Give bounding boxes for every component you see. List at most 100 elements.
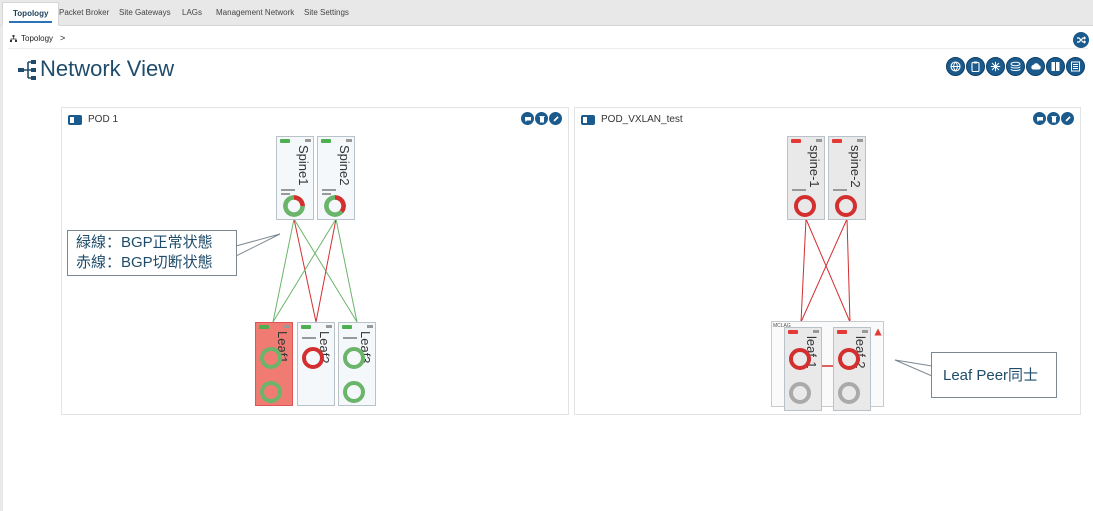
device-spine2[interactable]: Spine2 [317,136,355,220]
device-name: spine-1 [807,145,822,188]
bgp-status-ring [794,195,816,217]
shuffle-button[interactable] [1073,32,1089,48]
pod-delete-button[interactable] [535,112,548,125]
status-led [832,139,842,143]
device-meta [322,193,331,195]
shuffle-icon [1077,36,1086,44]
status-led [342,325,352,329]
breadcrumb-separator: > [60,33,66,43]
pod-delete-button[interactable] [1047,112,1060,125]
mlag-label: MCLAG [773,323,791,329]
pod-actions [1033,112,1074,125]
pod-title: POD 1 [88,114,119,125]
chat-icon [524,116,531,122]
tab-packet-broker[interactable]: Packet Broker [59,8,110,17]
breadcrumb-topology[interactable]: Topology [21,33,54,43]
book-icon [1051,62,1060,71]
tab-site-settings[interactable]: Site Settings [304,8,349,17]
network-button[interactable] [986,57,1005,76]
status-led [301,325,311,329]
bgp-status-ring [324,195,346,217]
tab-lags[interactable]: LAGs [182,8,203,17]
page-title: Network View [40,56,175,81]
status-led [791,139,801,143]
bgp-status-ring [260,347,282,369]
device-leaf3[interactable]: Leaf3 [338,322,376,406]
port-indicator [326,325,332,328]
port-indicator [346,139,352,142]
topology-icon [10,34,17,42]
leaf-peer-callout: Leaf Peer同士 [931,352,1057,398]
chat-icon [1036,116,1043,122]
bgp-status-ring [789,348,811,370]
device-name: Spine1 [296,145,311,186]
pod-chat-button[interactable] [1033,112,1046,125]
list-icon [1071,61,1080,72]
clipboard-icon [971,61,980,72]
tab-management-network[interactable]: Management Network [216,8,295,17]
device-meta [281,193,290,195]
device-leaf-2[interactable]: leaf-2 [833,327,871,411]
device-meta [792,189,806,191]
clipboard-button[interactable] [966,57,985,76]
port-indicator [284,325,290,328]
device-name: Spine2 [337,145,352,186]
callout-line-red: 赤線：BGP切断状態 [76,254,213,271]
bgp-status-ring [283,195,305,217]
status-led [321,139,331,143]
bgp-status-ring [343,347,365,369]
pencil-icon [1065,115,1071,121]
callout-line-green: 緑線：BGP正常状態 [76,234,213,251]
status-led [788,330,798,334]
bgp-legend-callout: 緑線：BGP正常状態 赤線：BGP切断状態 [67,230,237,276]
status-led [280,139,290,143]
device-leaf-1[interactable]: leaf-1 [784,327,822,411]
pod-icon [68,115,82,125]
port-indicator [862,330,868,333]
device-leaf1[interactable]: Leaf1 [255,322,293,406]
port-indicator [305,139,311,142]
trash-icon [1050,115,1057,122]
network-icon [990,61,1001,72]
network-tree-icon [18,60,36,80]
pod-edit-button[interactable] [549,112,562,125]
stack-button[interactable] [1006,57,1025,76]
pod-edit-button[interactable] [1061,112,1074,125]
bgp-status-ring [835,195,857,217]
device-meta [302,337,316,339]
pod-chat-button[interactable] [521,112,534,125]
device-meta [343,337,357,339]
globe-icon [950,61,961,72]
callout-text: Leaf Peer同士 [943,367,1039,384]
device-spine-2[interactable]: spine-2 [828,136,866,220]
device-spine1[interactable]: Spine1 [276,136,314,220]
list-button[interactable] [1066,57,1085,76]
left-edge [0,26,3,511]
globe-button[interactable] [946,57,965,76]
status-led [837,330,847,334]
bgp-status-ring [302,347,324,369]
book-button[interactable] [1046,57,1065,76]
device-name: spine-2 [848,145,863,188]
pod-title: POD_VXLAN_test [601,114,683,125]
tab-topology[interactable]: Topology [2,2,60,26]
bgp-status-ring [838,382,860,404]
port-indicator [857,139,863,142]
pod-icon [581,115,595,125]
divider [8,48,1088,49]
device-leaf2[interactable]: Leaf2 [297,322,335,406]
warning-icon [874,328,882,336]
toolbar [946,57,1085,76]
breadcrumb: Topology > [10,33,65,43]
bgp-status-ring [260,381,282,403]
tab-bar: Topology Packet Broker Site Gateways LAG… [0,0,1093,26]
cloud-button[interactable] [1026,57,1045,76]
pencil-icon [553,115,559,121]
port-indicator [367,325,373,328]
device-meta [281,189,295,191]
device-spine-1[interactable]: spine-1 [787,136,825,220]
stack-icon [1010,61,1021,71]
pod-actions [521,112,562,125]
tab-site-gateways[interactable]: Site Gateways [119,8,171,17]
bgp-status-ring [838,348,860,370]
